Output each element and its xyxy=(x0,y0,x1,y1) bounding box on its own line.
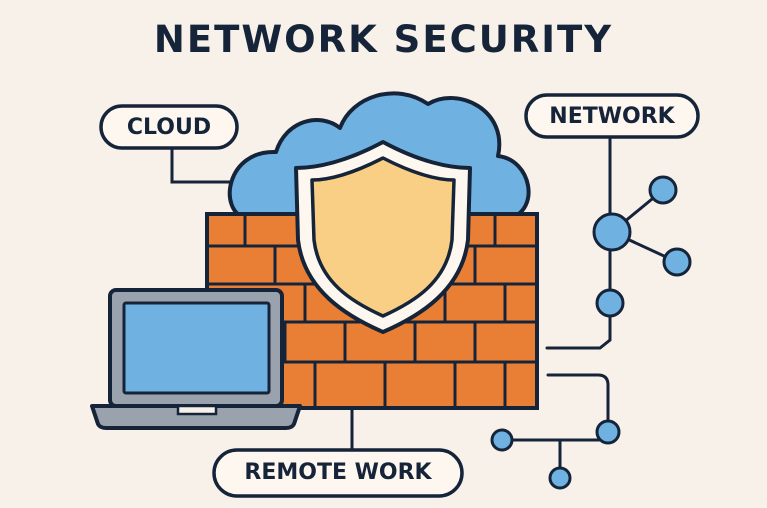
remote-work-pill xyxy=(212,448,464,498)
connector-lines xyxy=(170,135,679,480)
label-pills xyxy=(99,93,700,498)
network-pill xyxy=(524,93,700,139)
cloud-label: CLOUD xyxy=(126,115,212,140)
node-right xyxy=(662,247,692,277)
page-title: NETWORK SECURITY xyxy=(153,18,614,61)
cloud-connector xyxy=(170,146,252,184)
shield-icon xyxy=(294,140,472,334)
node-hub xyxy=(592,212,632,252)
node-bottom-right xyxy=(595,419,621,445)
remote-work-label: REMOTE WORK xyxy=(244,460,432,485)
wall-network-connector xyxy=(545,301,612,350)
node-middle xyxy=(595,288,625,318)
node-bottom xyxy=(548,466,572,490)
laptop-icon xyxy=(90,288,302,430)
network-label: NETWORK xyxy=(549,104,675,129)
node-bottom-left xyxy=(490,428,514,452)
network-nodes-icon xyxy=(490,175,692,490)
node-top xyxy=(648,175,678,205)
cloud-pill xyxy=(99,104,239,150)
